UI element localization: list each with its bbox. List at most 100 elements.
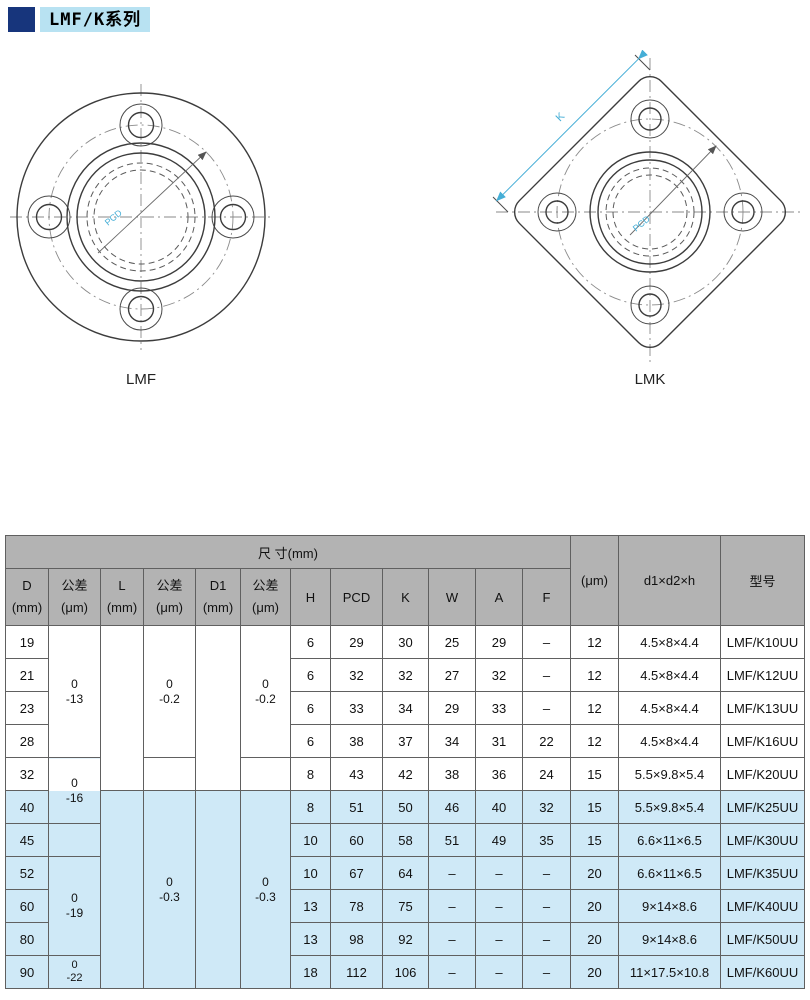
- cell-a: 36: [475, 757, 523, 791]
- cell-d: 21: [5, 658, 49, 692]
- cell-k: 34: [382, 691, 429, 725]
- cell-w: –: [428, 889, 476, 923]
- col-header-d-tolerance: 公差 (μm): [48, 568, 101, 626]
- cell-a: –: [475, 922, 523, 956]
- cell-model: LMF/K16UU: [720, 724, 805, 758]
- cell-h: 13: [290, 889, 331, 923]
- cell-d-tol: 0 -19: [48, 856, 101, 956]
- cell-d1-tol: 0 -0.3: [240, 790, 291, 989]
- cell-model: LMF/K25UU: [720, 790, 805, 824]
- cell-l: [100, 790, 144, 989]
- col-header-d1d2h: d1×d2×h: [618, 535, 721, 626]
- cell-a: 40: [475, 790, 523, 824]
- cell-pcd: 38: [330, 724, 383, 758]
- cell-model: LMF/K35UU: [720, 856, 805, 890]
- cell-pcd: 43: [330, 757, 383, 791]
- cell-k: 106: [382, 955, 429, 989]
- cell-d: 32: [5, 757, 49, 791]
- col-header-f: F: [522, 568, 571, 626]
- cell-w: 25: [428, 625, 476, 659]
- cell-model: LMF/K12UU: [720, 658, 805, 692]
- col-header-eccentricity: (μm): [570, 535, 619, 626]
- cell-d: 52: [5, 856, 49, 890]
- col-header-d1-tolerance: 公差 (μm): [240, 568, 291, 626]
- cell-d-tol: 0 -13: [48, 625, 101, 758]
- cell-h: 8: [290, 757, 331, 791]
- cell-w: –: [428, 856, 476, 890]
- cell-f: –: [522, 856, 571, 890]
- cell-model: LMF/K30UU: [720, 823, 805, 857]
- cell-pcd: 32: [330, 658, 383, 692]
- lmf-bearing-od-circle: [76, 152, 206, 282]
- lmf-outer-flange-circle: [16, 92, 266, 342]
- cell-d: 80: [5, 922, 49, 956]
- cell-k: 50: [382, 790, 429, 824]
- cell-ecc: 20: [570, 955, 619, 989]
- cell-k: 30: [382, 625, 429, 659]
- cell-a: –: [475, 889, 523, 923]
- col-header-l: L (mm): [100, 568, 144, 626]
- lmf-pilot-circle: [66, 142, 216, 292]
- pcd-label: PCD: [631, 213, 652, 233]
- cell-k: 58: [382, 823, 429, 857]
- cell-k: 75: [382, 889, 429, 923]
- cell-ecc: 20: [570, 922, 619, 956]
- pcd-leader-line: [629, 145, 717, 236]
- cell-pcd: 78: [330, 889, 383, 923]
- cell-d1d2h: 9×14×8.6: [618, 889, 721, 923]
- cell-ecc: 15: [570, 790, 619, 824]
- cell-k: 32: [382, 658, 429, 692]
- cell-h: 10: [290, 823, 331, 857]
- cell-a: 49: [475, 823, 523, 857]
- cell-d1d2h: 5.5×9.8×5.4: [618, 757, 721, 791]
- cell-f: 22: [522, 724, 571, 758]
- cell-h: 6: [290, 691, 331, 725]
- cell-model: LMF/K13UU: [720, 691, 805, 725]
- lmf-drawing: PCD: [10, 84, 272, 350]
- cell-f: –: [522, 691, 571, 725]
- col-header-model: 型号: [720, 535, 805, 626]
- cell-h: 6: [290, 658, 331, 692]
- cell-pcd: 67: [330, 856, 383, 890]
- cell-l: [100, 625, 144, 791]
- cell-a: 32: [475, 658, 523, 692]
- cell-f: 24: [522, 757, 571, 791]
- table-header-row-2: D (mm) 公差 (μm) L (mm) 公差 (μm) D1 (mm): [5, 568, 805, 626]
- cell-d-tol: 0 -16: [48, 757, 101, 824]
- cell-l-tol: 0 -0.3: [143, 790, 196, 989]
- cell-d1d2h: 4.5×8×4.4: [618, 691, 721, 725]
- cell-k: 37: [382, 724, 429, 758]
- cell-d: 40: [5, 790, 49, 824]
- table-header-row-1: 尺 寸(mm) (μm) d1×d2×h 型号: [5, 535, 805, 626]
- cell-w: 51: [428, 823, 476, 857]
- col-header-h: H: [290, 568, 331, 626]
- cell-w: 34: [428, 724, 476, 758]
- cell-ecc: 20: [570, 889, 619, 923]
- cell-ecc: 20: [570, 856, 619, 890]
- cell-d1d2h: 9×14×8.6: [618, 922, 721, 956]
- cell-f: –: [522, 889, 571, 923]
- cell-d1d2h: 4.5×8×4.4: [618, 625, 721, 659]
- cell-d-tol: 0 -22: [48, 955, 101, 989]
- cell-f: –: [522, 625, 571, 659]
- page-title-bar: LMF/K系列: [8, 7, 151, 32]
- cell-d1d2h: 11×17.5×10.8: [618, 955, 721, 989]
- cell-pcd: 98: [330, 922, 383, 956]
- cell-a: –: [475, 955, 523, 989]
- cell-w: –: [428, 955, 476, 989]
- cell-ecc: 12: [570, 658, 619, 692]
- cell-d: 60: [5, 889, 49, 923]
- cell-h: 10: [290, 856, 331, 890]
- lmk-caption: LMK: [634, 371, 666, 388]
- cell-f: 32: [522, 790, 571, 824]
- cell-w: –: [428, 922, 476, 956]
- cell-f: –: [522, 922, 571, 956]
